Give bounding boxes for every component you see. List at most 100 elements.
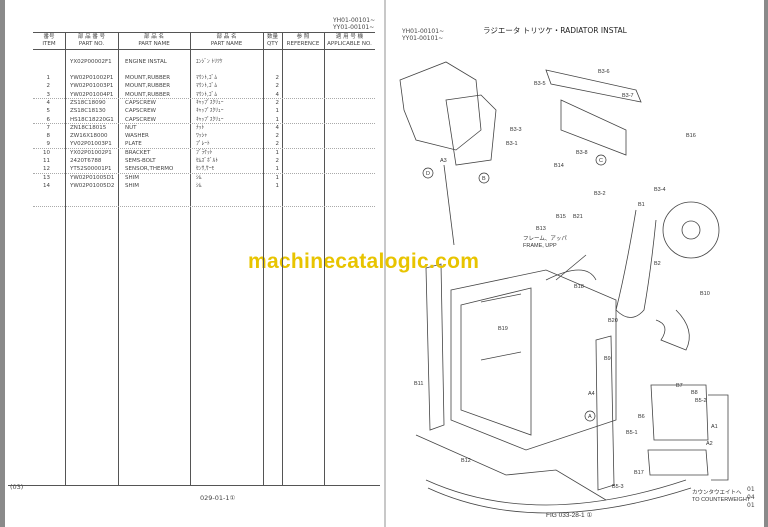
cell: BRACKET (125, 149, 151, 156)
side-code: 04 (747, 494, 755, 501)
bracket-part (545, 69, 642, 103)
cell: 12 (43, 166, 50, 173)
callout-label: B11 (414, 381, 423, 387)
table-top-line (33, 32, 375, 33)
scan-edge-left (0, 0, 5, 527)
cell: SENSOR,THERMO (125, 166, 174, 173)
callout-label: B18 (574, 284, 584, 290)
figure-number: FIG 033-28-1 ① (546, 511, 592, 519)
cell: ﾏｳﾝﾄ,ｺﾞﾑ (196, 91, 217, 98)
row-separator (33, 206, 375, 207)
cell: YT52S00001P1 (70, 166, 112, 173)
callout-label: B1 (638, 202, 645, 208)
column-header-en: QTY (266, 41, 279, 47)
callout-circle (584, 410, 596, 422)
bracket-b5 (650, 384, 709, 441)
serial-range: YH01-00101~ YY01-00101~ (333, 17, 375, 31)
cell: HS18C18220G1 (70, 116, 114, 123)
column-header-en: PART NAME (138, 41, 170, 47)
cell: 2 (275, 75, 280, 81)
cell: 1 (275, 182, 280, 189)
callout-label: B8 (691, 390, 698, 396)
serial-line: YH01-00101~ (333, 17, 376, 24)
cell: MOUNT,RUBBER (125, 75, 171, 81)
cell: ZS18C18090 (70, 99, 106, 106)
counterweight-label-en: TO COUNTERWEIGHT (692, 497, 751, 503)
column-header-jp: 適 用 号 機 (335, 34, 364, 40)
cell: 5 (46, 108, 51, 115)
callout-circle (595, 154, 607, 166)
column-header-jp: 参 照 (296, 34, 310, 40)
callout-label: A1 (711, 424, 718, 430)
cell: 1 (275, 116, 280, 123)
callout-label: B20 (608, 318, 618, 324)
cell: 10 (43, 149, 50, 156)
counterweight-label-jp: カウンタウエイトへ (692, 488, 742, 496)
cell: 4 (46, 99, 51, 106)
cell: 9 (46, 141, 51, 148)
cell: ﾌﾟﾚｰﾄ (196, 141, 210, 148)
column-header-en: ITEM (42, 41, 56, 47)
cell: ZN18C18015 (70, 124, 107, 131)
callout-label: B10 (700, 291, 710, 297)
callout-label: B6 (638, 414, 645, 420)
cell: CAPSCREW (125, 99, 156, 106)
callout-label: B5-2 (695, 398, 707, 404)
column-header-en: APPLICABLE NO. (327, 41, 372, 47)
column-header-jp: 部 品 番 号 (77, 34, 106, 40)
row-separator (33, 98, 375, 99)
frame-label-jp: フレーム、アッパ (523, 235, 567, 242)
cell: ﾅｯﾄ (196, 124, 205, 131)
cell: YW02P01004P1 (70, 91, 114, 98)
callout-label: B (482, 176, 486, 182)
lower-hose (655, 309, 690, 351)
cell: YW02P01005D1 (70, 174, 115, 181)
upper-hose (615, 209, 657, 318)
side-panel-b12 (595, 335, 615, 491)
column-header-en: PART NO. (78, 41, 105, 47)
row-separator (33, 148, 375, 149)
callout-label: D (426, 171, 430, 177)
figure-title: ラジエータ トリツケ・RADIATOR INSTAL (483, 26, 627, 35)
cell: NUT (125, 124, 137, 131)
column-header-jp: 数量 (266, 34, 278, 40)
column-divider (324, 32, 325, 485)
cell: ｾﾝｻ,ｻｰﾓ (196, 166, 215, 173)
serial-line: YY01-00101~ (402, 35, 444, 42)
cell: 1 (275, 149, 280, 156)
callout-label: B3-3 (510, 127, 522, 133)
cell: 2 (275, 83, 280, 90)
cell: 2 (275, 133, 280, 140)
cell: WASHER (125, 133, 149, 140)
frame-rod (443, 164, 455, 246)
cell: ｷｬｯﾌﾟｽｸﾘｭｰ (196, 108, 224, 115)
cell: YW02P01003P1 (70, 83, 114, 90)
cell: ZW16X18000 (70, 133, 108, 140)
cell: 2 (275, 141, 280, 148)
cell: ｼﾑ (196, 182, 202, 189)
cell: ｾﾑｽﾞﾎﾞﾙﾄ (196, 158, 219, 164)
cell: 2420T6788 (70, 158, 102, 164)
radiator (450, 269, 617, 451)
row-separator (33, 123, 375, 124)
cell: SHIM (125, 174, 139, 181)
base-frame (415, 434, 607, 501)
cell: YW02P01005D2 (70, 182, 115, 189)
cell: PLATE (125, 141, 142, 148)
callout-label: B21 (573, 214, 583, 220)
cell: 2 (275, 158, 280, 164)
footer-code: (03) (10, 483, 24, 491)
cell: SEMS-BOLT (125, 158, 156, 164)
cell: 4 (275, 91, 280, 98)
callout-label: C (599, 158, 603, 164)
